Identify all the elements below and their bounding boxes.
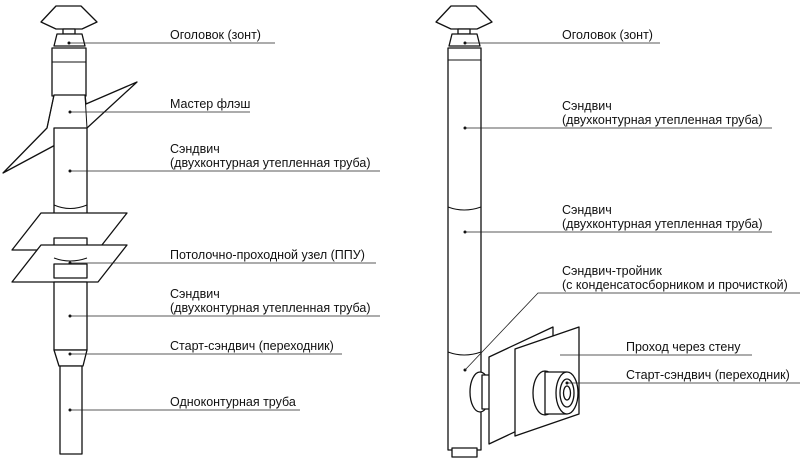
label-right-sandwich-a-desc: (двухконтурная утепленная труба) [562,113,763,127]
label-left-single-pipe: Одноконтурная труба [170,395,296,409]
label-right-cap: Оголовок (зонт) [562,28,653,42]
label-left-sandwich-top: Сэндвич [170,142,220,156]
right-cap [435,5,493,47]
label-left-sandwich-bottom-desc: (двухконтурная утепленная труба) [170,301,371,315]
label-left-sandwich-top-desc: (двухконтурная утепленная труба) [170,156,371,170]
left-chimney [2,5,138,455]
label-left-start: Старт-сэндвич (переходник) [170,339,334,353]
label-right-sandwich-a: Сэндвич [562,99,612,113]
label-right-wall-pass: Проход через стену [626,340,741,354]
right-start-adapter [532,370,579,416]
label-left-sandwich-bottom: Сэндвич [170,287,220,301]
right-chimney [435,5,580,458]
label-left-cap: Оголовок (зонт) [170,28,261,42]
right-leaders [464,42,800,384]
label-right-sandwich-b: Сэндвич [562,203,612,217]
label-right-start: Старт-сэндвич (переходник) [626,368,790,382]
label-right-tee-desc: (с конденсатосборником и прочисткой) [562,278,788,292]
left-ceiling-unit [11,212,128,283]
left-leaders [70,42,380,411]
label-left-flash: Мастер флэш [170,97,251,111]
left-cap [40,5,98,47]
label-right-tee: Сэндвич-тройник [562,264,662,278]
label-right-sandwich-b-desc: (двухконтурная утепленная труба) [562,217,763,231]
label-left-ceiling-unit: Потолочно-проходной узел (ППУ) [170,248,365,262]
